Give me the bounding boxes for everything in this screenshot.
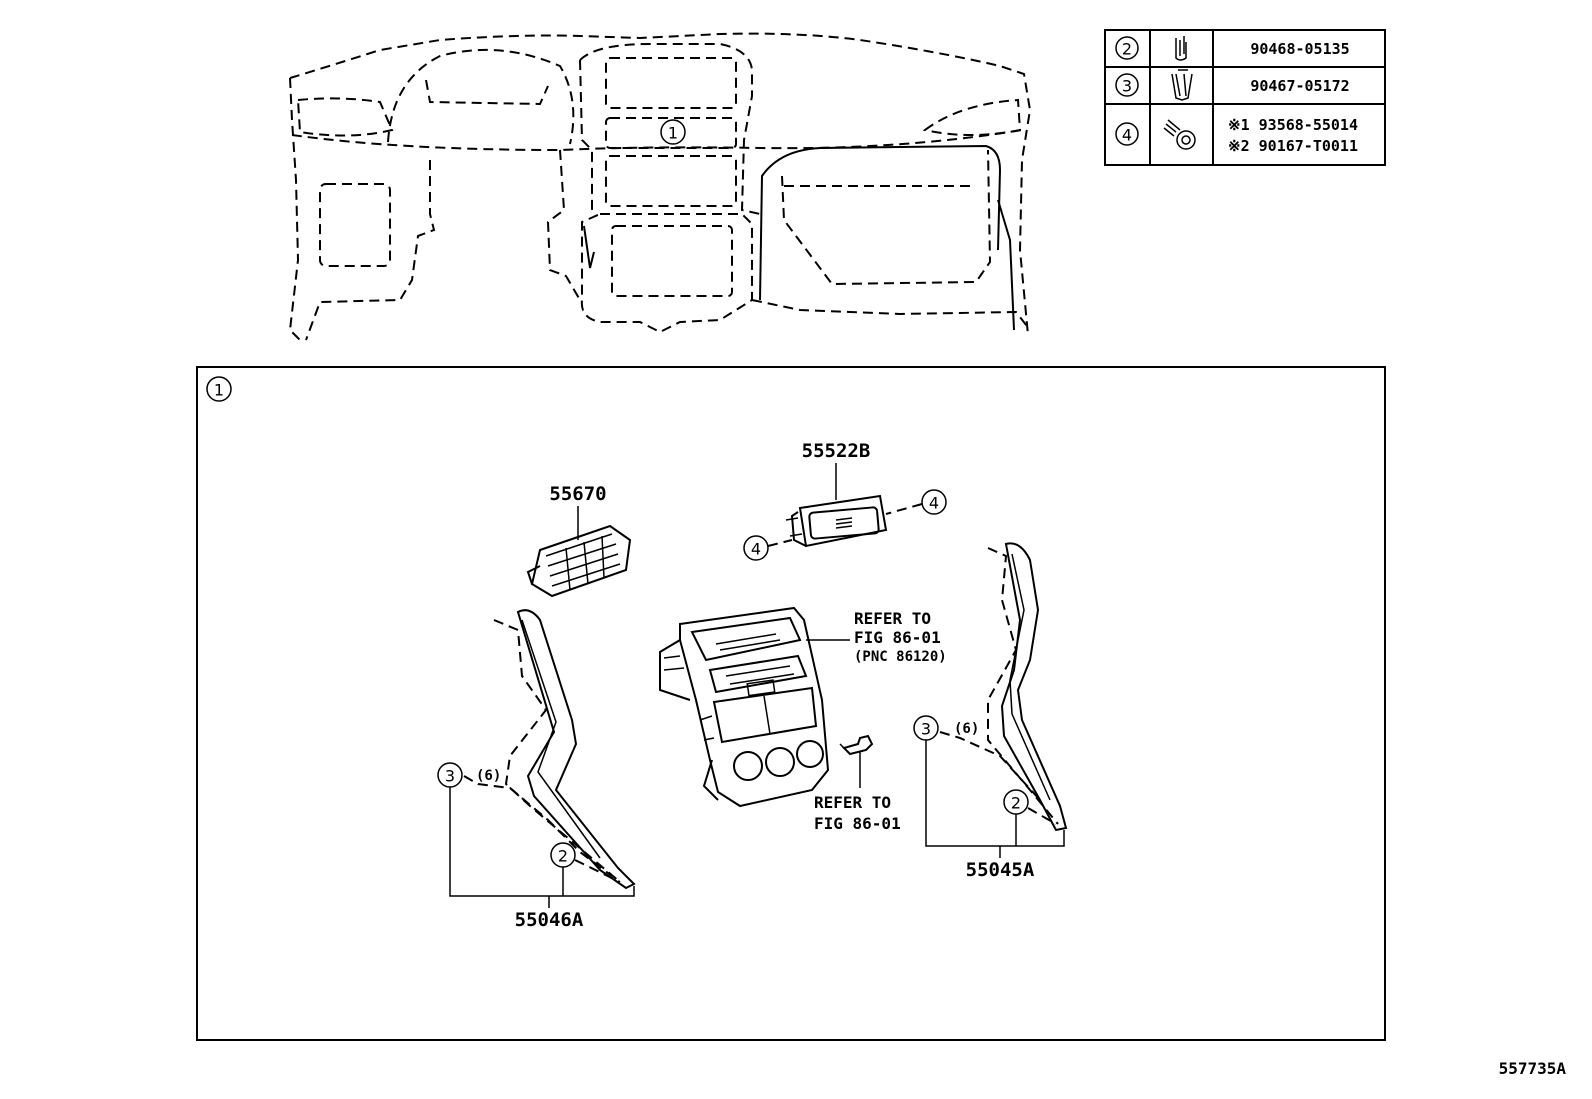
- callout-4-left: [743, 535, 769, 561]
- legend-callout-2-text: 2: [1122, 40, 1132, 59]
- push-clip-icon: [1171, 69, 1193, 101]
- switch-panel-55522B: 55522B 4 4: [743, 440, 947, 561]
- refer-text-1-line1: REFER TO: [854, 609, 931, 628]
- callout-3-right-text: 3: [921, 720, 931, 739]
- legend-callout-3: [1115, 73, 1139, 97]
- center-audio-unit: REFER TO FIG 86-01 (PNC 86120): [659, 606, 947, 808]
- dashboard-overview: 1: [288, 32, 1032, 341]
- label-55522B: 55522B: [802, 440, 871, 462]
- callout-3-left-text: 3: [445, 767, 455, 786]
- overview-callout-1-text: 1: [668, 124, 678, 143]
- refer-text-1-line2: FIG 86-01: [854, 628, 941, 647]
- bolt-part: REFER TO FIG 86-01: [814, 734, 901, 833]
- clip-icon: [1175, 36, 1187, 61]
- figure-id: 557735A: [1499, 1059, 1567, 1078]
- legend-callout-3-text: 3: [1122, 77, 1132, 96]
- label-55670: 55670: [549, 483, 606, 505]
- refer-text-1-line3: (PNC 86120): [854, 649, 947, 665]
- qty-left: (6): [476, 768, 501, 784]
- qty-right: (6): [954, 721, 979, 737]
- parts-diagram: 1 2 90468-05135 3 90467-05172 4 ※1 93568…: [196, 29, 1567, 1078]
- callout-4-right: [921, 489, 947, 515]
- left-side-panel-55046A: 3 (6) 2 55046A: [437, 609, 636, 931]
- detail-callout-1-text: 1: [214, 381, 224, 400]
- label-55045A: 55045A: [966, 859, 1035, 881]
- legend-part-93568: ※1 93568-55014: [1228, 116, 1358, 134]
- legend-callout-2: [1115, 36, 1139, 60]
- callout-4-left-text: 4: [751, 540, 761, 559]
- detail-callout-1: [206, 376, 232, 402]
- callout-2-right-text: 2: [1011, 794, 1021, 813]
- legend-part-90167: ※2 90167-T0011: [1228, 137, 1358, 155]
- refer-text-2-line1: REFER TO: [814, 793, 891, 812]
- refer-text-2-line2: FIG 86-01: [814, 814, 901, 833]
- air-vent-55670: 55670: [526, 483, 632, 598]
- overview-callout-1: [660, 119, 686, 145]
- legend-part-90467: 90467-05172: [1250, 77, 1349, 95]
- detail-frame: [196, 366, 1386, 1041]
- legend-callout-4-text: 4: [1122, 126, 1132, 145]
- screw-icon: [1163, 119, 1196, 150]
- legend-part-90468: 90468-05135: [1250, 40, 1349, 58]
- legend-callout-4: [1115, 122, 1139, 146]
- callout-4-right-text: 4: [929, 494, 939, 513]
- label-55046A: 55046A: [515, 909, 584, 931]
- right-side-panel-55045A: 3 (6) 2 55045A: [913, 542, 1068, 881]
- parts-legend-table: 2 90468-05135 3 90467-05172 4 ※1 93568-5…: [1104, 29, 1386, 166]
- callout-2-left-text: 2: [558, 847, 568, 866]
